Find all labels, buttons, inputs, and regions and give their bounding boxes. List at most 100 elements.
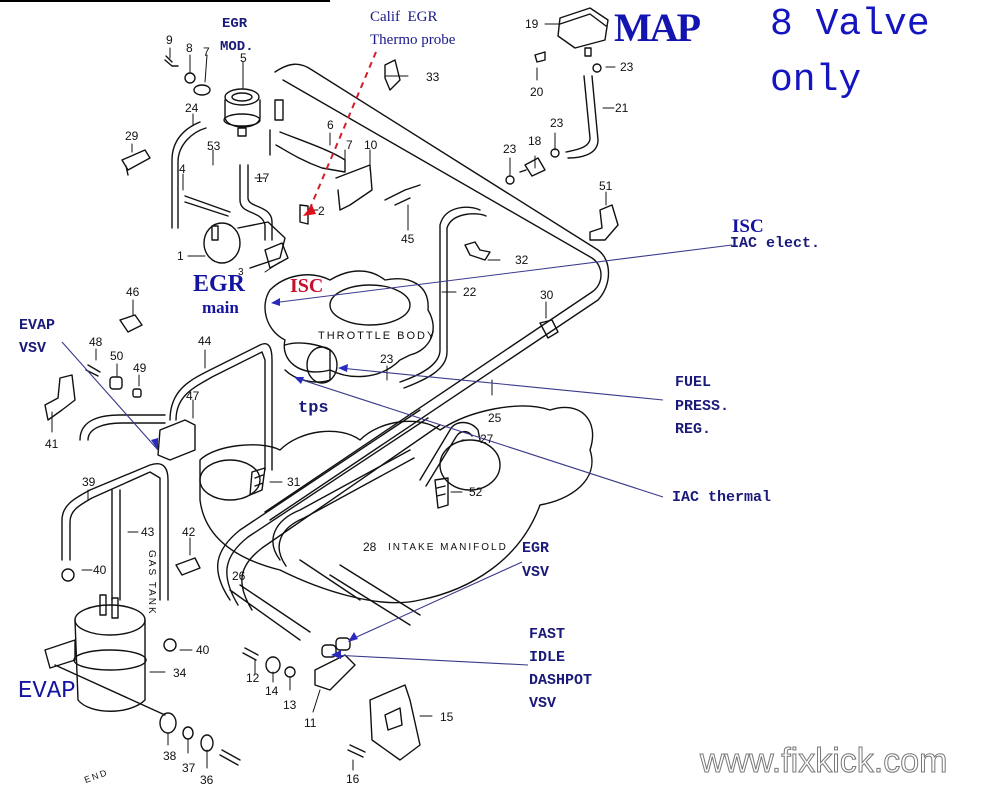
part-number: 28	[363, 540, 377, 554]
part-number: 45	[401, 232, 415, 246]
sleeve-13	[284, 666, 296, 678]
part-number: 10	[364, 138, 378, 152]
bolt-48	[85, 364, 101, 377]
part-number: 25	[488, 411, 502, 425]
label-iac-elect: IAC elect.	[730, 235, 821, 252]
leader-lines	[51, 23, 616, 771]
arrowhead-iac-thermal	[294, 377, 304, 384]
clip-45	[384, 184, 421, 206]
connector-18	[519, 157, 546, 177]
arrowhead-egr-vsv	[348, 632, 358, 642]
leader-fuel-press	[339, 367, 664, 401]
label-egr-mod-line1: EGR	[222, 16, 248, 32]
label-egr-vsv-line2: VSV	[522, 564, 550, 581]
bolt-4	[184, 195, 231, 217]
leader-iac-thermal	[295, 377, 664, 498]
part-number: 42	[182, 525, 196, 539]
label-egr-mod-line2: MOD.	[220, 39, 254, 55]
red-leader-calif-egr	[307, 51, 377, 214]
part-number: 30	[540, 288, 554, 302]
part-number: 14	[265, 684, 279, 698]
part-number: 7	[346, 138, 353, 152]
part-number: 52	[469, 485, 483, 499]
part-number: 16	[346, 772, 360, 786]
part-number: 46	[126, 285, 140, 299]
label-isc: ISC	[732, 216, 764, 237]
label-reg: REG.	[675, 421, 712, 438]
part-number: 32	[515, 253, 529, 267]
part-number: 13	[283, 698, 297, 712]
gasket-3	[264, 242, 289, 269]
part-number: 11	[304, 716, 317, 730]
sleeve-37	[182, 726, 194, 740]
clamp-23b	[505, 175, 515, 185]
part-number: 7	[203, 45, 210, 59]
leader-fast-idle	[332, 654, 529, 666]
part-number: 4	[179, 162, 186, 176]
leader-evap-vsv	[61, 341, 159, 451]
hose-evap-loop	[79, 414, 166, 441]
part-number: 51	[599, 179, 613, 193]
label-map: MAP	[614, 5, 701, 50]
map-sensor-19	[557, 7, 609, 57]
label-isc-red: ISC	[290, 275, 324, 297]
part-number: 37	[182, 761, 196, 775]
label-tps: tps	[298, 399, 329, 418]
label-thermo-probe: Thermo probe	[370, 32, 456, 48]
part-number: 8	[186, 41, 193, 55]
top-border	[0, 0, 330, 2]
clip-30	[539, 319, 559, 339]
callout-throttle-body: THROTTLE BODY	[318, 330, 437, 342]
label-egr-vsv-line1: EGR	[522, 540, 550, 557]
hose-39	[61, 463, 169, 601]
sensor-2	[299, 204, 309, 225]
label-egr-main-line2: main	[202, 298, 239, 317]
part-number: 12	[246, 671, 260, 685]
label-idle: IDLE	[529, 649, 566, 666]
clamp-23c	[592, 63, 602, 73]
clip-32	[464, 241, 491, 261]
part-number: 24	[185, 101, 199, 115]
arrowhead-fast-idle	[331, 650, 341, 659]
part-number: 3	[238, 267, 244, 278]
egr-modulator-5	[223, 88, 261, 137]
evap-vsv-47	[157, 419, 196, 461]
part-number: 20	[530, 85, 544, 99]
hose-26	[216, 409, 441, 641]
hose-24	[171, 121, 207, 229]
part-number: 53	[207, 139, 221, 153]
label-fuel: FUEL	[675, 374, 712, 391]
part-number: 41	[45, 437, 59, 451]
part-number: 40	[196, 643, 210, 657]
label-evap: EVAP	[18, 678, 76, 705]
bolt-12	[242, 647, 259, 661]
label-only: only	[770, 59, 862, 102]
part-number: 17	[256, 171, 270, 185]
label-vsv: VSV	[529, 695, 557, 712]
hose-25	[264, 63, 610, 521]
spacer-50	[109, 376, 123, 390]
part-number: 19	[525, 17, 539, 31]
part-number: 26	[232, 569, 246, 583]
bracket-15	[369, 684, 421, 761]
clip-46	[119, 314, 143, 333]
bushing-14	[265, 656, 281, 674]
watermark: www.fixkick.com	[699, 742, 948, 781]
part-number: 40	[93, 563, 107, 577]
clip-33	[384, 59, 401, 91]
hose-44	[169, 343, 273, 471]
part-number: 50	[110, 349, 124, 363]
part-number: 44	[198, 334, 212, 348]
part-number: 15	[440, 710, 454, 724]
leader-isc	[271, 244, 733, 304]
hose-21	[565, 75, 599, 159]
red-arrowhead	[303, 205, 316, 216]
arrowhead-isc	[271, 298, 280, 306]
part-number: 1	[177, 249, 184, 263]
part-number: 23	[380, 352, 394, 366]
part-number: 36	[200, 773, 214, 787]
part-number: 23	[620, 60, 634, 74]
part-number: 5	[240, 51, 247, 65]
bracket-10	[335, 164, 373, 211]
gasket-7	[193, 84, 211, 96]
